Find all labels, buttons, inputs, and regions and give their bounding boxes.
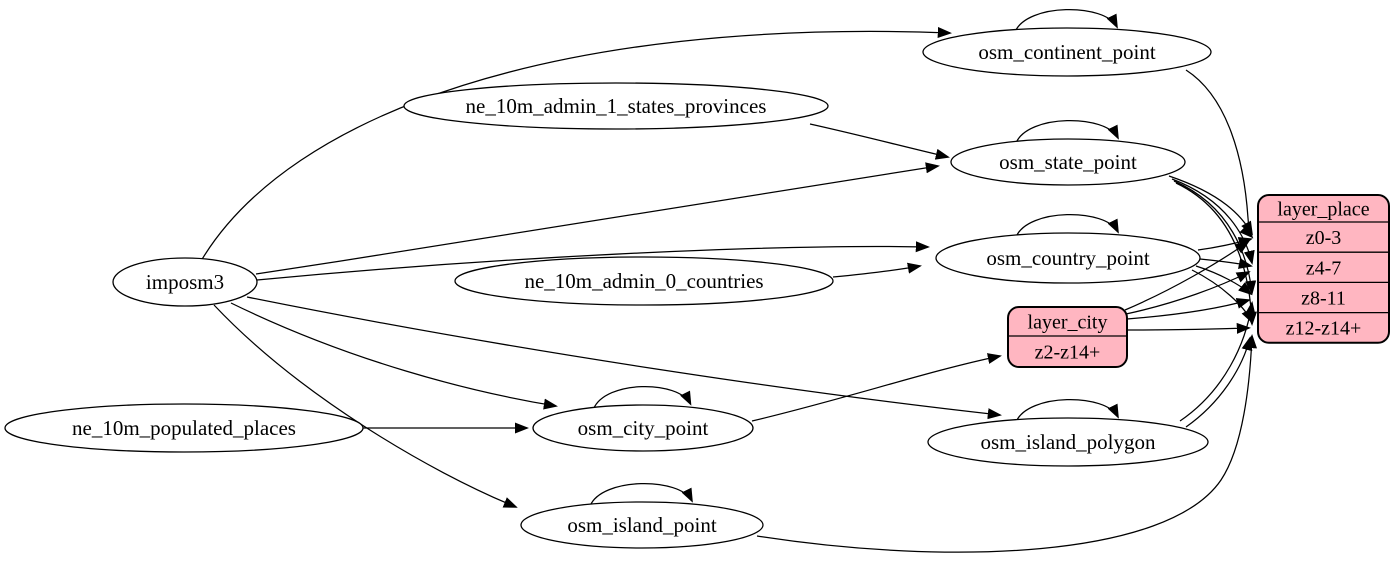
edge-layer_city-layer_place-z8-11 <box>1126 300 1249 320</box>
node-layer_city: layer_city z2-z14+ <box>1007 306 1128 368</box>
osm_city_point-label: osm_city_point <box>578 416 709 440</box>
edge-osm_country_point-layer_place-z8-11 <box>1195 265 1251 294</box>
osm_continent_point-label: osm_continent_point <box>978 40 1155 64</box>
layer_place-box <box>1257 194 1390 344</box>
edge-osm_island_point-osm_island_point <box>589 483 692 507</box>
edge-imposm3-osm_continent_point <box>200 31 950 262</box>
osm_island_polygon-label: osm_island_polygon <box>980 430 1156 454</box>
edge-osm_city_point-layer_city-z2-z14+ <box>751 356 1000 422</box>
edge-imposm3-osm_city_point <box>230 302 556 406</box>
node-osm_city_point: osm_city_point <box>532 404 754 452</box>
node-osm_country_point: osm_country_point <box>935 232 1201 284</box>
edge-layer <box>200 9 1252 553</box>
layer_place-row-z0-3: z0-3 <box>1306 227 1342 249</box>
osm_island_point-ellipse <box>520 501 764 549</box>
node-osm_continent_point: osm_continent_point <box>922 27 1212 77</box>
ne_10m_admin_0_countries-ellipse <box>454 256 834 306</box>
edge-layer_city-layer_place-z4-7 <box>1125 272 1249 315</box>
edge-imposm3-osm_state_point <box>255 166 938 275</box>
node-ne_10m_admin_0_countries: ne_10m_admin_0_countries <box>454 256 834 306</box>
edge-layer_city-layer_place-z0-3 <box>1124 242 1248 311</box>
node-layer_place: layer_place z0-3 z4-7 z8-11 z12-z14+ <box>1257 194 1390 344</box>
edge-osm_state_point-layer_place-z0-3 <box>1168 175 1252 234</box>
node-ne_10m_populated_places: ne_10m_populated_places <box>4 403 364 453</box>
osm_continent_point-ellipse <box>922 27 1212 77</box>
layer_place-row-z4-7: z4-7 <box>1306 257 1342 279</box>
edge-osm_country_point-osm_country_point <box>1015 214 1118 238</box>
ne_10m_admin_0_countries-label: ne_10m_admin_0_countries <box>524 269 763 293</box>
node-imposm3: imposm3 <box>112 257 258 307</box>
edge-osm_island_polygon-osm_island_polygon <box>1015 399 1118 423</box>
osm_state_point-label: osm_state_point <box>999 150 1137 174</box>
edge-osm_country_point-layer_place-z4-7 <box>1199 259 1251 266</box>
node-osm_state_point: osm_state_point <box>950 138 1186 186</box>
edge-osm_country_point-layer_place-z0-3 <box>1197 239 1251 251</box>
node-ne_10m_admin_1_states_provinces: ne_10m_admin_1_states_provinces <box>403 82 829 130</box>
edge-imposm3-osm_country_point <box>256 247 928 281</box>
edge-imposm3-osm_island_polygon <box>246 296 1000 415</box>
edge-osm_island_polygon-layer_place-z8-11 <box>1179 303 1252 422</box>
osm_city_point-ellipse <box>532 404 754 452</box>
layer_place-row-z12-z14+: z12-z14+ <box>1286 318 1362 340</box>
imposm3-label: imposm3 <box>146 270 224 294</box>
osm_island_point-label: osm_island_point <box>567 513 717 537</box>
osm_country_point-label: osm_country_point <box>986 246 1149 270</box>
edge-imposm3-osm_island_point <box>213 304 516 507</box>
edge-osm_state_point-osm_state_point <box>1015 120 1118 144</box>
layer_city-row-z2-z14+: z2-z14+ <box>1035 342 1101 364</box>
osm_state_point-ellipse <box>950 138 1186 186</box>
edge-layer_city-layer_place-z12-z14+ <box>1126 328 1249 330</box>
node-osm_island_point: osm_island_point <box>520 501 764 549</box>
layer_city-title: layer_city <box>1028 312 1108 334</box>
edge-osm_continent_point-osm_continent_point <box>1014 9 1117 33</box>
imposm3-ellipse <box>112 257 258 307</box>
edge-ne_10m_admin_0_countries-osm_country_point <box>832 266 920 278</box>
ne_10m_populated_places-label: ne_10m_populated_places <box>72 416 296 440</box>
ne_10m_admin_1_states_provinces-ellipse <box>403 82 829 130</box>
ne_10m_populated_places-ellipse <box>4 403 364 453</box>
osm_island_polygon-ellipse <box>927 417 1209 467</box>
node-osm_island_polygon: osm_island_polygon <box>927 417 1209 467</box>
edge-osm_island_point-layer_place-z12-z14+ <box>756 336 1252 553</box>
edge-osm_state_point-layer_place-z4-7 <box>1171 178 1252 263</box>
layer_city-box <box>1007 306 1128 368</box>
ne_10m_admin_1_states_provinces-label: ne_10m_admin_1_states_provinces <box>466 94 767 118</box>
edge-ne_10m_admin_1_states_provinces-osm_state_point <box>809 123 948 157</box>
layer_place-row-z8-11: z8-11 <box>1301 288 1346 310</box>
node-layer: imposm3 ne_10m_admin_1_states_provincesne… <box>4 27 1390 549</box>
osm_country_point-ellipse <box>935 232 1201 284</box>
edge-osm_city_point-osm_city_point <box>592 386 691 410</box>
layer_place-title: layer_place <box>1277 199 1369 221</box>
